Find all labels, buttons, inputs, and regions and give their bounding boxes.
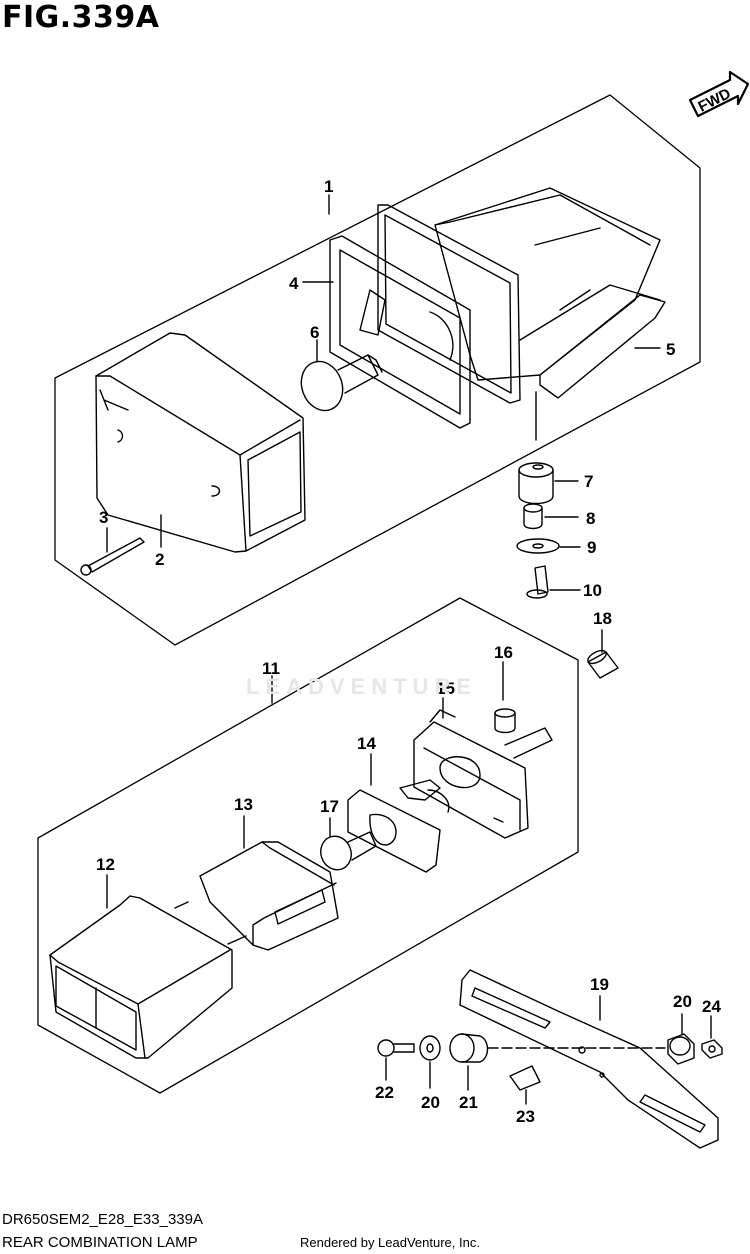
callout-10: 10 [583, 581, 602, 600]
callout-5: 5 [666, 340, 675, 359]
bulb-17 [320, 831, 377, 871]
callout-9: 9 [587, 538, 596, 557]
callout-19: 19 [590, 975, 609, 994]
lamp-housing [434, 187, 666, 399]
figure-caption: REAR COMBINATION LAMP [2, 1234, 198, 1251]
callout-20-right: 20 [673, 992, 692, 1011]
fwd-label: FWD [695, 85, 733, 116]
callout-4: 4 [289, 274, 299, 293]
callout-14: 14 [357, 734, 376, 753]
watermark: LEADVENTURE [246, 674, 478, 699]
socket-15 [413, 709, 553, 839]
callout-13: 13 [234, 795, 253, 814]
callout-2: 2 [155, 550, 164, 569]
collar-8 [523, 503, 543, 530]
callout-17: 17 [320, 797, 339, 816]
callout-22: 22 [375, 1083, 394, 1102]
callout-20-left: 20 [421, 1093, 440, 1112]
grommet-7 [518, 462, 554, 505]
forward-direction-arrow-icon: FWD [688, 70, 750, 118]
callout-1: 1 [324, 177, 333, 196]
callout-6: 6 [310, 323, 319, 342]
callout-15: 15 [436, 679, 455, 698]
collar-20-left [419, 1035, 441, 1061]
housing-12 [49, 895, 247, 1059]
bolt-22 [377, 1039, 415, 1057]
callout-11: 11 [262, 659, 280, 678]
wedge-23 [509, 1065, 541, 1091]
model-code: DR650SEM2_E28_E33_339A [2, 1211, 203, 1228]
render-credit: Rendered by LeadVenture, Inc. [300, 1235, 480, 1250]
callout-7: 7 [584, 472, 593, 491]
lens-gasket [377, 204, 521, 404]
callout-18: 18 [593, 609, 612, 628]
callout-12: 12 [96, 855, 115, 874]
grommet-16 [494, 708, 516, 734]
reflector-plate [329, 235, 471, 429]
callout-24: 24 [702, 997, 721, 1016]
callout-3: 3 [99, 508, 108, 527]
bracket-19 [459, 969, 719, 1149]
lens-cover [95, 332, 306, 553]
damper-21 [449, 1033, 489, 1063]
assembly-1-frame [54, 94, 701, 646]
callout-8: 8 [586, 509, 595, 528]
bulb-6 [300, 354, 383, 412]
callout-23: 23 [516, 1107, 535, 1126]
lens-plate-14 [347, 779, 450, 873]
lens-cover-13 [199, 841, 339, 951]
callout-21: 21 [459, 1093, 478, 1112]
callout-16: 16 [494, 643, 513, 662]
screw-3 [80, 537, 145, 576]
washer-9 [516, 538, 560, 554]
screw-10 [526, 565, 549, 599]
collar-20-right [667, 1033, 695, 1065]
assembly-11-frame [37, 597, 579, 1094]
nut-24 [701, 1039, 723, 1059]
figure-title: FIG.339A [2, 0, 160, 35]
spacer-18 [587, 649, 619, 679]
